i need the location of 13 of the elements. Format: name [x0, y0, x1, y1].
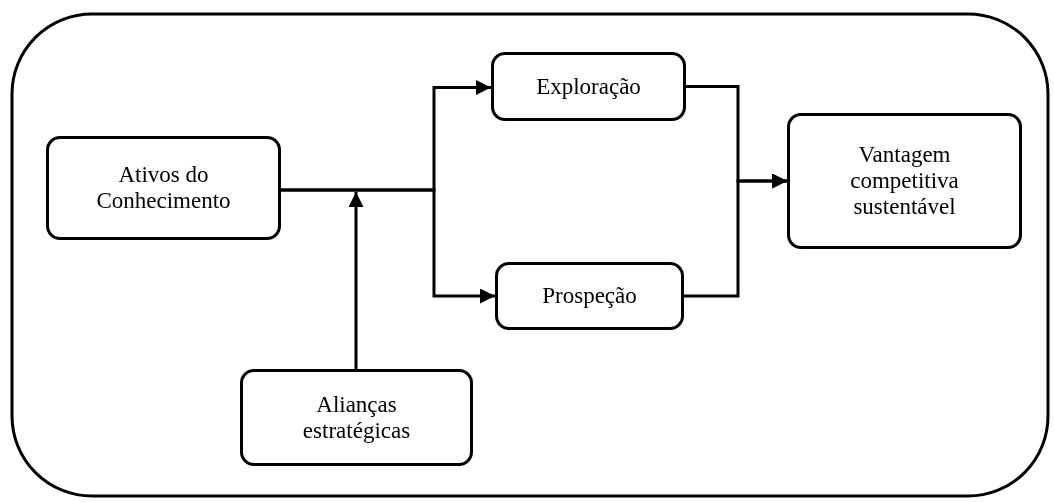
- process-box: [495, 262, 684, 330]
- process-box: [46, 136, 281, 240]
- box-label: Vantagem competitiva sustentável: [849, 142, 960, 220]
- box-label: Ativos do Conhecimento: [95, 162, 232, 214]
- process-box: [240, 369, 473, 466]
- box-label: Prospeção: [542, 283, 637, 309]
- process-box: [491, 52, 686, 121]
- box-label: Exploração: [536, 73, 641, 100]
- arrow: [281, 188, 495, 304]
- arrow: [348, 192, 364, 369]
- box-label: Alianças estratégicas: [301, 391, 412, 444]
- arrow: [684, 173, 787, 298]
- process-box: [787, 113, 1022, 249]
